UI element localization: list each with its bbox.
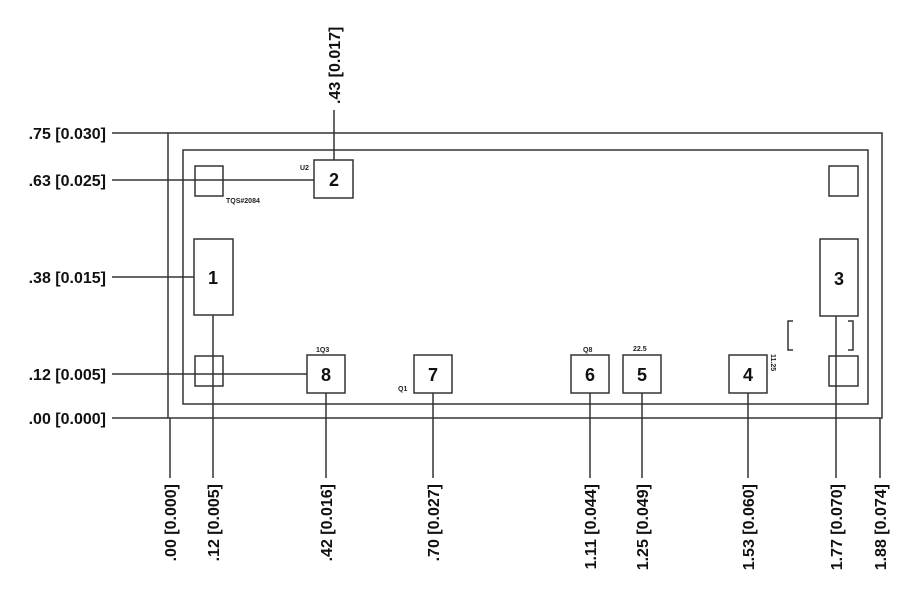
corner-square-bottom-left <box>194 355 224 387</box>
bracket-right <box>848 320 854 351</box>
label-pad4: 11.25 <box>769 354 776 371</box>
x-dim-1.25: 1.25 [0.049] <box>635 484 652 570</box>
label-part: TQS#2084 <box>226 198 260 205</box>
label-pad2: U2 <box>300 165 309 172</box>
pad-2: 2 <box>313 159 354 199</box>
svg-text:3: 3 <box>834 269 844 289</box>
corner-square-top-left <box>194 165 224 197</box>
x-dim-1.77: 1.77 [0.070] <box>829 484 846 570</box>
x-dim-0.70: .70 [0.027] <box>426 484 443 561</box>
y-dim-0.00: .00 [0.000] <box>29 411 106 428</box>
x-dim-0.12: .12 [0.005] <box>206 484 223 561</box>
x-dim-1.53: 1.53 [0.060] <box>741 484 758 570</box>
svg-text:8: 8 <box>321 365 331 385</box>
x-dim-0.00: .00 [0.000] <box>163 484 180 561</box>
svg-text:6: 6 <box>585 365 595 385</box>
label-pad8: 1Q3 <box>316 347 329 354</box>
pad-3: 3 <box>819 238 859 317</box>
y-dim-0.38: .38 [0.015] <box>29 270 106 287</box>
label-pad5: 22.5 <box>633 346 647 353</box>
x-dim-1.88: 1.88 [0.074] <box>873 484 890 570</box>
label-pad6: Q8 <box>583 347 592 354</box>
pad-1: 1 <box>193 238 234 316</box>
y-dim-0.12: .12 [0.005] <box>29 367 106 384</box>
pad-7: 7 <box>413 354 453 394</box>
svg-text:5: 5 <box>637 365 647 385</box>
pad-8: 8 <box>306 354 346 394</box>
board-outline <box>167 132 883 419</box>
x-dim-0.42: .42 [0.016] <box>319 484 336 561</box>
corner-square-top-right <box>828 165 859 197</box>
svg-text:4: 4 <box>743 365 753 385</box>
bracket-left <box>787 320 793 351</box>
x-dim-1.11: 1.11 [0.044] <box>583 484 600 569</box>
svg-text:7: 7 <box>428 365 438 385</box>
top-dim-0.43: .43 [0.017] <box>327 27 344 104</box>
svg-text:2: 2 <box>329 170 339 190</box>
label-pad7: Q1 <box>398 386 407 393</box>
pad-4: 4 <box>728 354 768 394</box>
pad-5: 5 <box>622 354 662 394</box>
y-dim-0.75: .75 [0.030] <box>29 126 106 143</box>
pad-6: 6 <box>570 354 610 394</box>
corner-square-bottom-right <box>828 355 859 387</box>
y-dim-0.63: .63 [0.025] <box>29 173 106 190</box>
svg-text:1: 1 <box>208 268 218 288</box>
